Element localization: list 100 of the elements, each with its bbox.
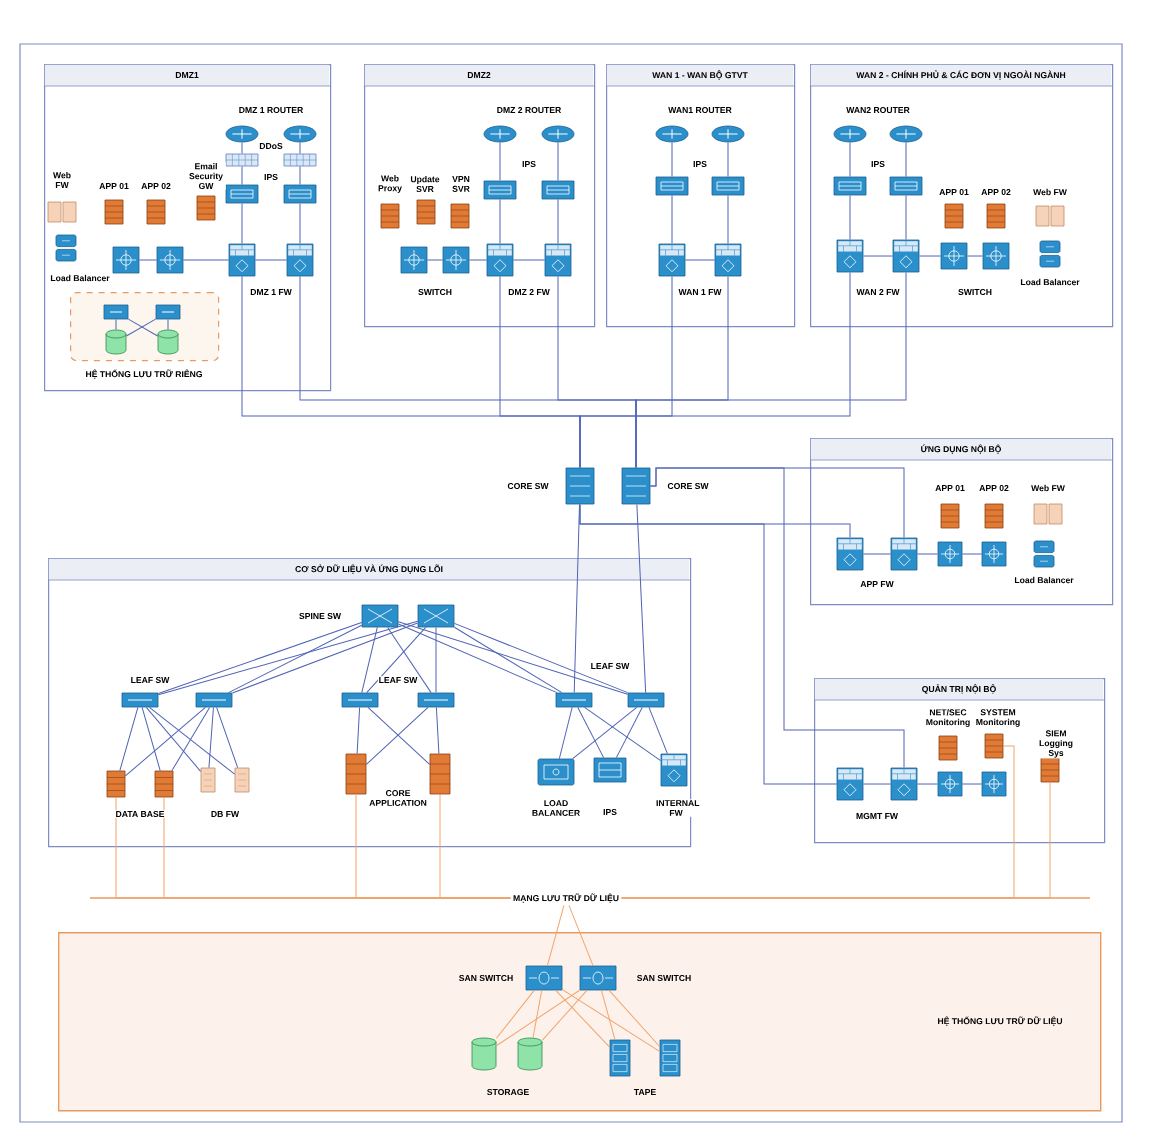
storage-cylinder <box>157 329 179 355</box>
appliance-icon <box>711 176 745 196</box>
connector-line <box>555 989 611 1048</box>
connector-line <box>577 706 605 759</box>
router-icon <box>833 125 867 143</box>
connector-line <box>157 620 419 696</box>
connector-line <box>468 259 488 261</box>
connector-line <box>916 553 939 555</box>
connector-line <box>171 706 211 772</box>
appliance-icon <box>537 758 575 786</box>
connector-line <box>115 318 117 331</box>
connector-line <box>905 141 907 178</box>
storage-cylinder <box>517 1037 543 1071</box>
switch-icon <box>417 692 455 708</box>
connector-line <box>558 706 573 760</box>
firewall-icon <box>544 243 572 277</box>
switch-icon <box>565 467 595 505</box>
connector-line <box>435 706 440 755</box>
connector-line <box>495 989 535 1039</box>
connector-line <box>568 904 594 967</box>
connector-line <box>727 194 729 245</box>
connector-line <box>299 165 301 186</box>
appliance-icon <box>889 176 923 196</box>
switch-icon <box>627 692 665 708</box>
connector-line <box>141 706 161 772</box>
switch-icon <box>621 467 651 505</box>
router-icon <box>225 125 259 143</box>
server-icon <box>154 770 174 798</box>
firewall-icon <box>890 767 918 801</box>
connector-line <box>621 781 1051 899</box>
connector-line <box>453 622 629 694</box>
connector-line <box>208 706 214 769</box>
connector-line <box>671 194 673 245</box>
appliance-icon <box>283 153 317 167</box>
connector-line <box>862 553 892 555</box>
connector-line <box>495 989 581 1047</box>
connector-line <box>387 626 432 694</box>
connector-line <box>579 271 851 469</box>
connector-line <box>453 626 563 694</box>
connector-line <box>561 989 661 1052</box>
firewall-icon <box>892 239 920 273</box>
switch-icon <box>555 692 593 708</box>
server-icon <box>106 770 126 798</box>
document-icon <box>234 767 250 793</box>
connector-line <box>356 706 361 755</box>
connector-line <box>182 259 230 261</box>
connector-line <box>557 141 559 182</box>
connector-line <box>648 706 668 755</box>
firewall-icon <box>714 243 742 277</box>
connector-line <box>241 165 243 186</box>
appliance-icon <box>483 180 517 200</box>
firewall-icon <box>836 537 864 571</box>
switch-icon <box>982 242 1010 270</box>
switch-icon <box>417 604 455 628</box>
connector-line <box>157 621 363 695</box>
connector-line <box>138 259 158 261</box>
server-icon <box>429 753 451 795</box>
firewall-icon <box>836 767 864 801</box>
connector-line <box>366 626 427 694</box>
switch-icon <box>361 604 399 628</box>
appliance-icon <box>655 176 689 196</box>
switch-icon <box>525 965 563 991</box>
switch-icon <box>341 692 379 708</box>
connector-line <box>241 141 243 155</box>
connector-line <box>397 623 558 694</box>
connector-line <box>649 467 905 769</box>
firewall-icon <box>486 243 514 277</box>
switch-icon <box>937 541 963 567</box>
connector-line <box>254 259 288 261</box>
connector-line <box>918 255 942 257</box>
server-icon <box>984 733 1004 759</box>
server-icon <box>345 753 367 795</box>
connector-line <box>241 202 243 245</box>
router-icon <box>541 125 575 143</box>
connector-line <box>573 503 580 694</box>
connector-line <box>572 706 638 760</box>
switch-icon <box>155 304 181 320</box>
connector-line <box>299 141 301 155</box>
appliance-icon <box>225 153 259 167</box>
storage-cylinder <box>471 1037 497 1071</box>
connector-line <box>361 626 378 694</box>
connector-line <box>426 259 444 261</box>
tape-cabinet <box>659 1039 681 1077</box>
connector-line <box>148 706 236 775</box>
connector-line <box>546 904 565 967</box>
connector-line <box>608 989 661 1047</box>
appliance-icon <box>833 176 867 196</box>
document-icon <box>200 767 216 793</box>
switch-icon <box>937 771 963 797</box>
switch-icon <box>940 242 968 270</box>
connector-line <box>862 783 892 785</box>
router-icon <box>483 125 517 143</box>
switch-icon <box>981 541 1007 567</box>
connector-line <box>228 624 363 694</box>
connector-line <box>961 553 983 555</box>
firewall-icon <box>890 537 918 571</box>
appliance-icon <box>541 180 575 200</box>
router-icon <box>283 125 317 143</box>
storage-cylinder <box>105 329 127 355</box>
connector-line <box>684 259 716 261</box>
